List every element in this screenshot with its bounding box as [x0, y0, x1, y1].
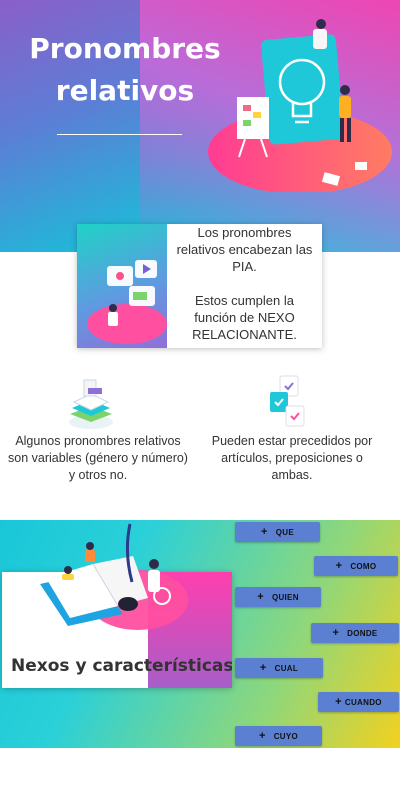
- column-text-variables: Algunos pronombres relativos son variabl…: [8, 434, 188, 482]
- lightbulb-idea-illustration: [208, 19, 392, 192]
- nexo-button-como[interactable]: + COMO: [314, 556, 398, 576]
- nexo-label: QUIEN: [271, 592, 299, 602]
- nexo-button-cuando[interactable]: + CUANDO: [318, 692, 399, 712]
- book-stack-icon: [69, 379, 113, 429]
- plus-icon: +: [261, 526, 268, 538]
- info-card-text: Los pronombres relativos encabezan las P…: [167, 224, 322, 348]
- nexo-label: DONDE: [347, 628, 378, 638]
- nexo-button-quien[interactable]: + QUIEN: [235, 587, 321, 607]
- plus-icon: +: [259, 662, 267, 674]
- plus-icon: +: [335, 696, 342, 708]
- title-divider: [57, 134, 182, 135]
- plus-icon: +: [332, 627, 340, 639]
- nexo-label: CUAL: [274, 663, 299, 673]
- nexo-button-cual[interactable]: + CUAL: [235, 658, 323, 678]
- nexo-label: CUANDO: [344, 697, 382, 707]
- nexo-label: QUE: [275, 527, 294, 537]
- screens-illustration-icon: [87, 260, 167, 344]
- nexo-button-cuyo[interactable]: + CUYO: [235, 726, 322, 746]
- plus-icon: +: [258, 730, 266, 742]
- nexo-label: CUYO: [273, 731, 299, 741]
- nexo-button-que[interactable]: + QUE: [235, 522, 320, 542]
- plus-icon: +: [257, 591, 264, 603]
- nexo-label: COMO: [350, 561, 377, 571]
- info-card: Los pronombres relativos encabezan las P…: [77, 224, 322, 348]
- presentation-illustration: [77, 224, 167, 348]
- plus-icon: +: [335, 560, 343, 572]
- info-text-2: Estos cumplen la función de NEXO RELACIO…: [192, 293, 297, 342]
- page-title: Pronombres relativos: [29, 32, 221, 107]
- column-text-precedidos: Pueden estar precedidos por artículos, p…: [211, 434, 373, 482]
- info-text-1: Los pronombres relativos encabezan las P…: [176, 225, 313, 274]
- checklist-cards-icon: [270, 375, 305, 427]
- nexo-button-donde[interactable]: + DONDE: [311, 623, 399, 643]
- open-book-illustration: [40, 523, 188, 630]
- nexos-title: Nexos y características: [11, 656, 232, 676]
